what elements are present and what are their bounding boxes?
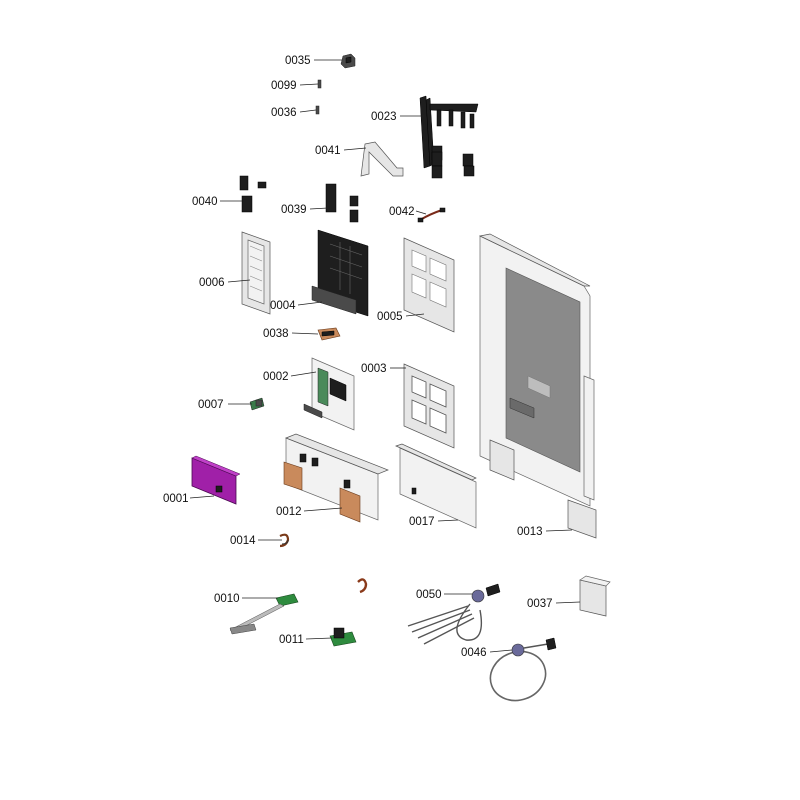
part-0046-loop-cable[interactable]: [483, 637, 557, 708]
leader-0046: [489, 649, 513, 653]
label-0013: 0013: [517, 526, 543, 538]
part-0001-display-panel[interactable]: [191, 455, 241, 505]
label-0017: 0017: [409, 516, 435, 528]
part-0005-frame[interactable]: [403, 237, 455, 333]
label-0001: 0001: [163, 493, 189, 505]
leader-lines: [189, 59, 581, 653]
part-0014-clip[interactable]: [279, 533, 290, 548]
label-0014: 0014: [230, 535, 256, 547]
label-0042: 0042: [389, 206, 415, 218]
leader-0006: [227, 279, 251, 283]
leader-0039: [309, 207, 329, 210]
label-0040: 0040: [192, 196, 218, 208]
label-0036: 0036: [271, 107, 297, 119]
part-0042-cable[interactable]: [417, 207, 446, 223]
part-0011-board[interactable]: [329, 627, 357, 647]
label-0037: 0037: [527, 598, 553, 610]
label-0038: 0038: [263, 328, 289, 340]
leader-0004: [297, 301, 323, 306]
part-0013-housing[interactable]: [478, 233, 597, 539]
part-0039-connectors[interactable]: [325, 183, 359, 223]
part-0006-panel[interactable]: [241, 231, 271, 315]
part-0050-harness[interactable]: [407, 583, 501, 645]
leader-0012: [303, 507, 343, 512]
label-0050: 0050: [416, 589, 442, 601]
part-0037-box[interactable]: [579, 575, 611, 617]
leader-0036: [299, 109, 317, 113]
leader-0099: [299, 83, 319, 86]
label-0004: 0004: [270, 300, 296, 312]
label-0039: 0039: [281, 204, 307, 216]
part-0099[interactable]: [317, 79, 322, 89]
part-0036[interactable]: [315, 105, 320, 115]
leader-0013: [545, 529, 573, 532]
part-0004-main-board[interactable]: [311, 229, 369, 317]
leader-0002: [290, 371, 317, 377]
part-0035[interactable]: [340, 53, 356, 69]
label-0011: 0011: [279, 634, 304, 646]
part-0038-copper-block[interactable]: [317, 327, 341, 341]
label-0007: 0007: [198, 399, 224, 411]
leader-0038: [291, 332, 319, 335]
part-0007-sensor[interactable]: [249, 397, 265, 411]
label-0099: 0099: [271, 80, 297, 92]
label-0003: 0003: [361, 363, 387, 375]
part-0010-ribbon-cable[interactable]: [229, 593, 299, 635]
leader-0042: [415, 210, 427, 215]
part-labels: 0035 0099 0036 0023 0041 0040 0039 0042 …: [163, 55, 553, 659]
label-0041: 0041: [315, 145, 341, 157]
label-0010: 0010: [214, 593, 240, 605]
label-0005: 0005: [377, 311, 403, 323]
part-0002-control-board[interactable]: [303, 357, 355, 431]
part-0023-connectors[interactable]: [419, 95, 479, 179]
leader-0037: [555, 601, 581, 604]
part-0040-connectors[interactable]: [239, 175, 267, 213]
part-0012-terminal-housing[interactable]: [283, 433, 389, 523]
leader-0041: [343, 147, 367, 151]
label-0006: 0006: [199, 277, 225, 289]
part-hook[interactable]: [357, 578, 368, 594]
label-0002: 0002: [263, 371, 289, 383]
part-0041-bracket[interactable]: [360, 141, 404, 177]
part-0017-bracket-plate[interactable]: [395, 443, 477, 529]
leader-0011: [305, 637, 333, 640]
leader-0001: [189, 495, 215, 499]
label-0046: 0046: [461, 647, 487, 659]
label-0012: 0012: [276, 506, 302, 518]
label-0035: 0035: [285, 55, 311, 67]
part-0003-frame[interactable]: [403, 363, 455, 449]
leader-0005: [405, 313, 425, 317]
leader-0017: [437, 519, 459, 522]
label-0023: 0023: [371, 111, 397, 123]
